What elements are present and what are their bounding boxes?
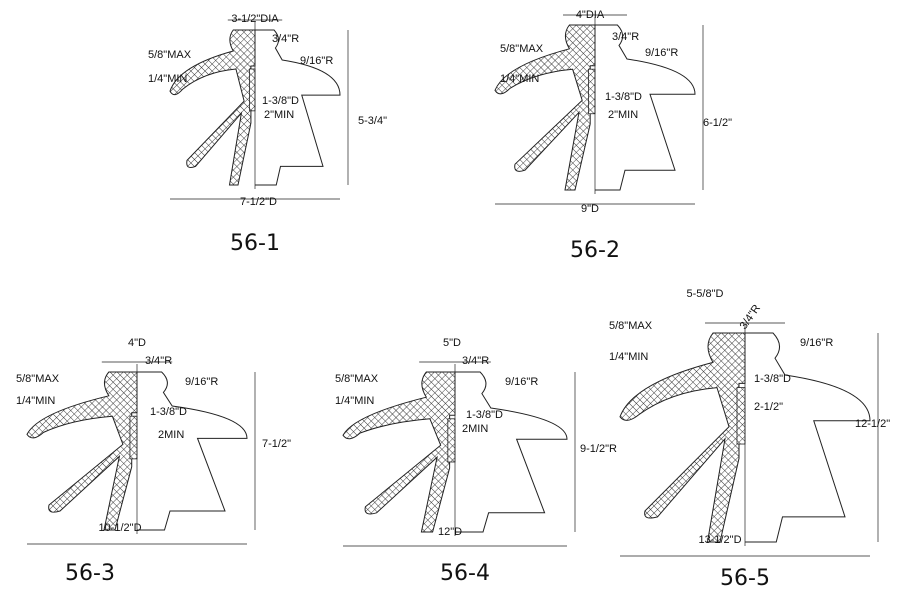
label-diameter: 12"D xyxy=(438,526,462,538)
label-groove-r: 9/16"R xyxy=(505,376,538,388)
label-height: 6-1/2" xyxy=(703,117,732,129)
insulator-figure-56-1: 3-1/2"DIA 3/4"R 5/8"MAX 9/16"R 1/4"MIN 1-3/8"… xyxy=(148,13,387,256)
label-head-r: 3/4"R xyxy=(612,31,639,43)
thread-section xyxy=(588,68,596,115)
insulator-outline xyxy=(255,29,341,186)
insulator-section xyxy=(619,332,746,543)
label-diameter: 9"D xyxy=(581,203,599,215)
figure-title: 56-2 xyxy=(570,238,620,263)
label-max: 5/8"MAX xyxy=(335,373,379,385)
thread-section xyxy=(736,387,746,445)
insulator-figure-56-4: 5"D3/4"R 5/8"MAX 9/16"R 1/4"MIN 1-3/8"D 2MIN 9… xyxy=(335,337,617,586)
thread-section xyxy=(129,415,138,460)
label-thread-d: 1-3/8"D xyxy=(150,406,187,418)
label-thread-len: 2"MIN xyxy=(608,109,638,121)
label-max: 5/8"MAX xyxy=(609,320,653,332)
label-groove-r: 9/16"R xyxy=(185,376,218,388)
label-max: 5/8"MAX xyxy=(16,373,60,385)
label-groove-r: 9/16"R xyxy=(645,47,678,59)
figure-title: 56-4 xyxy=(440,561,490,586)
label-diameter: 7-1/2"D xyxy=(240,196,277,208)
label-top-dia: 5"D xyxy=(443,337,461,349)
insulator-outline xyxy=(137,371,248,531)
insulator-outline xyxy=(455,371,568,533)
insulator-outline xyxy=(745,332,871,543)
label-thread-len: 2MIN xyxy=(462,423,488,435)
label-min: 1/4"MIN xyxy=(16,395,55,407)
label-top-dia: 4"DIA xyxy=(576,9,605,21)
label-thread-len: 2MIN xyxy=(158,429,184,441)
label-max: 5/8"MAX xyxy=(500,43,544,55)
label-min: 1/4"MIN xyxy=(609,351,648,363)
label-height: 9-1/2"R xyxy=(580,443,617,455)
insulator-outline xyxy=(595,24,696,191)
label-head-r: 3/4"R xyxy=(272,33,299,45)
label-min: 1/4"MIN xyxy=(335,395,374,407)
label-diameter: 13-1/2"D xyxy=(698,534,741,546)
label-thread-d: 1-3/8"D xyxy=(754,373,791,385)
label-thread-d: 1-3/8"D xyxy=(262,95,299,107)
label-thread-d: 1-3/8"D xyxy=(605,91,642,103)
label-diameter: 10-1/2"D xyxy=(98,522,141,534)
figure-title: 56-1 xyxy=(230,231,280,256)
label-top-dia: 4"D xyxy=(128,337,146,349)
label-groove-r: 9/16"R xyxy=(800,337,833,349)
figure-title: 56-3 xyxy=(65,561,115,586)
label-thread-d: 1-3/8"D xyxy=(466,409,503,421)
insulator-figure-56-3: 4"D 3/4"R 5/8"MAX 9/16"R 1/4"MIN 1-3/8"D 2MIN 7… xyxy=(16,337,291,586)
label-height: 12-1/2" xyxy=(855,418,890,430)
figure-title: 56-5 xyxy=(720,566,770,591)
label-height: 7-1/2" xyxy=(262,438,291,450)
label-thread-len: 2-1/2" xyxy=(754,401,783,413)
label-min: 1/4"MIN xyxy=(500,73,539,85)
label-top-dia: 3-1/2"DIA xyxy=(231,13,279,25)
insulator-figure-56-5: 5-5/8"D 3/4"R 5/8"MAX 9/16"R 1/4"MIN 1-3/8"D 2… xyxy=(609,288,890,591)
label-height: 5-3/4" xyxy=(358,115,387,127)
label-head-r: 3/4"R xyxy=(738,303,763,332)
insulator-section xyxy=(494,24,596,191)
label-head-r: 3/4"R xyxy=(462,355,489,367)
insulator-section xyxy=(26,371,138,531)
label-thread-len: 2"MIN xyxy=(264,109,294,121)
insulator-figure-56-2: 4"DIA 3/4"R 5/8"MAX 9/16"R 1/4"MIN 1-3/8"D 2"M… xyxy=(494,9,732,263)
label-head-r: 3/4"R xyxy=(145,355,172,367)
insulator-section xyxy=(342,371,456,533)
thread-section xyxy=(249,68,256,112)
label-groove-r: 9/16"R xyxy=(300,55,333,67)
insulator-section xyxy=(169,29,256,186)
label-min: 1/4"MIN xyxy=(148,73,187,85)
thread-section xyxy=(447,418,456,463)
label-max: 5/8"MAX xyxy=(148,49,192,61)
label-top-dia: 5-5/8"D xyxy=(687,288,724,300)
